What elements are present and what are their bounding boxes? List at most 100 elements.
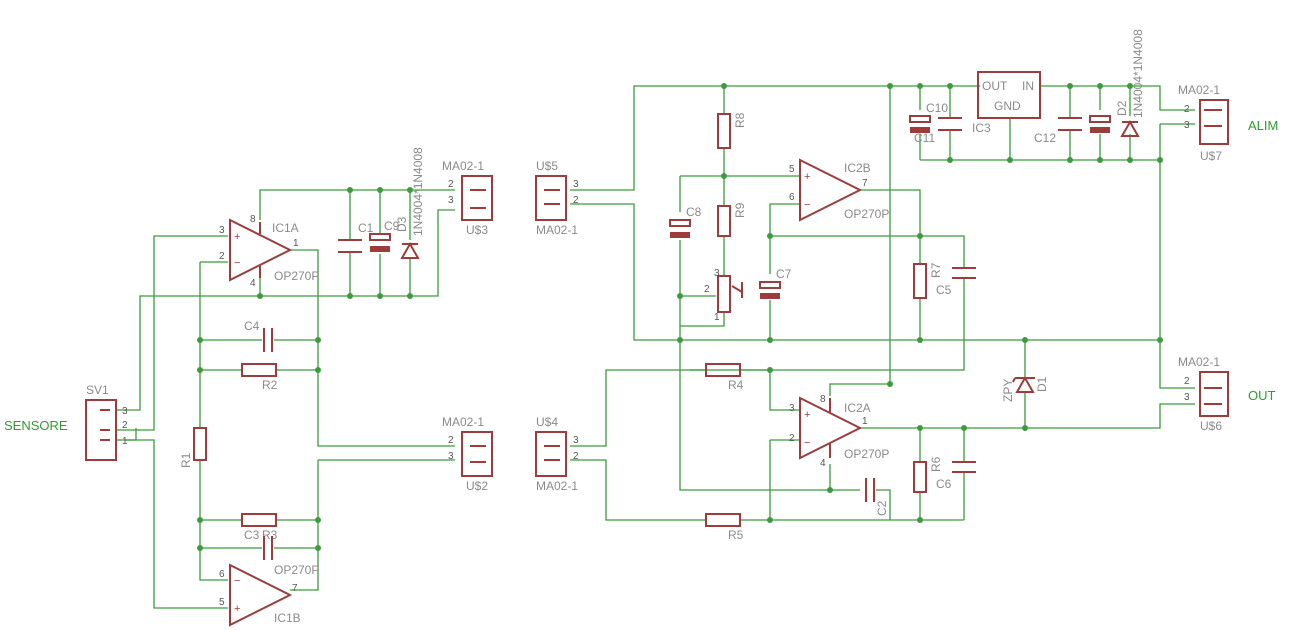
- resistor-r9: R9: [717, 202, 747, 237]
- capacitor-c9: C9: [369, 219, 400, 252]
- svg-text:3: 3: [448, 195, 454, 206]
- diode-d2: D2 1N4004*1N4008: [1115, 29, 1145, 137]
- ic1a-value: OP270P: [274, 269, 319, 283]
- svg-text:−: −: [804, 437, 810, 449]
- svg-text:MA02-1: MA02-1: [536, 223, 578, 237]
- svg-text:5: 5: [219, 597, 225, 608]
- svg-text:2: 2: [448, 435, 454, 446]
- svg-text:3: 3: [714, 268, 720, 279]
- svg-text:C11: C11: [914, 131, 935, 145]
- svg-text:2: 2: [573, 451, 579, 462]
- svg-text:8: 8: [820, 394, 826, 405]
- resistor-r6: R6: [913, 456, 943, 493]
- svg-text:1: 1: [862, 416, 868, 427]
- zener-diode-d1: ZPY D1: [1001, 375, 1049, 402]
- svg-text:7: 7: [292, 583, 298, 594]
- svg-text:3: 3: [789, 403, 795, 414]
- resistor-r4: R4: [705, 363, 744, 392]
- opamp-ic2b: + − 5 6 7 IC2B OP270P: [789, 158, 889, 222]
- ic2a-value: OP270P: [844, 447, 889, 461]
- opamp-ic2a: + − 3 2 1 8 4 IC2A OP270P: [789, 394, 889, 469]
- capacitor-c7: C7: [759, 267, 792, 299]
- svg-text:2: 2: [789, 433, 795, 444]
- svg-text:U$3: U$3: [466, 223, 488, 237]
- svg-text:3: 3: [122, 406, 128, 417]
- opamp-ic1a: + − 3 2 1 8 4 IC1A OP270P: [219, 214, 319, 289]
- svg-text:5: 5: [789, 164, 795, 175]
- svg-text:R9: R9: [733, 202, 747, 218]
- svg-text:3: 3: [1184, 392, 1190, 403]
- svg-text:+: +: [234, 603, 240, 615]
- ic1b-value: OP270P: [274, 563, 319, 577]
- svg-text:C2: C2: [875, 500, 889, 516]
- svg-text:−: −: [234, 257, 240, 269]
- resistor-r1: R1: [179, 427, 207, 468]
- ic1a-name: IC1A: [272, 221, 299, 235]
- svg-text:U$7: U$7: [1200, 149, 1222, 163]
- svg-text:1: 1: [122, 436, 128, 447]
- connector-u5: U$5 MA02-1 3 2: [535, 159, 579, 237]
- svg-text:C5: C5: [936, 283, 952, 297]
- connector-sv1: SV1 3 2 1: [85, 383, 128, 461]
- svg-text:3: 3: [219, 225, 225, 236]
- connector-u2: MA02-1 U$2 2 3: [442, 415, 493, 493]
- svg-text:IN: IN: [1022, 79, 1034, 93]
- svg-text:R3: R3: [262, 528, 278, 542]
- svg-text:−: −: [234, 575, 240, 587]
- svg-text:2: 2: [122, 420, 128, 431]
- svg-text:C4: C4: [244, 319, 260, 333]
- svg-text:3: 3: [573, 435, 579, 446]
- ic1b-name: IC1B: [274, 611, 301, 625]
- connector-u6: MA02-1 U$6 2 3: [1178, 355, 1229, 433]
- svg-text:R1: R1: [179, 452, 193, 468]
- svg-text:ZPY: ZPY: [1001, 379, 1015, 402]
- svg-text:2: 2: [448, 179, 454, 190]
- svg-text:1: 1: [293, 238, 299, 249]
- capacitor-c10: C10: [926, 101, 962, 131]
- svg-text:R2: R2: [262, 378, 278, 392]
- svg-text:C6: C6: [936, 477, 952, 491]
- net-label-alim: ALIM: [1248, 118, 1278, 133]
- capacitor-c2: C2: [865, 478, 889, 516]
- svg-text:C7: C7: [776, 267, 792, 281]
- svg-text:OUT: OUT: [982, 79, 1008, 93]
- junctions: [197, 83, 1163, 551]
- svg-text:R7: R7: [929, 262, 943, 278]
- svg-text:1N4004*1N4008: 1N4004*1N4008: [1131, 29, 1145, 118]
- svg-text:SV1: SV1: [86, 383, 109, 397]
- capacitor-c11: C11: [909, 115, 935, 145]
- svg-text:6: 6: [789, 192, 795, 203]
- svg-text:C12: C12: [1034, 131, 1056, 145]
- svg-text:3: 3: [1184, 120, 1190, 131]
- svg-text:4: 4: [250, 278, 256, 289]
- svg-text:R5: R5: [728, 528, 744, 542]
- capacitor-polar-c2: [1089, 115, 1111, 133]
- svg-text:2: 2: [219, 251, 225, 262]
- svg-text:+: +: [804, 171, 810, 183]
- svg-text:R4: R4: [728, 378, 744, 392]
- connector-u3: MA02-1 U$3 2 3: [442, 159, 493, 237]
- svg-text:2: 2: [573, 195, 579, 206]
- svg-text:U$5: U$5: [536, 159, 558, 173]
- svg-text:MA02-1: MA02-1: [1178, 83, 1220, 97]
- resistor-r5: R5: [705, 513, 744, 542]
- net-label-out: OUT: [1248, 388, 1276, 403]
- svg-text:8: 8: [250, 214, 256, 225]
- svg-text:3: 3: [448, 451, 454, 462]
- resistor-r2: R2: [241, 363, 278, 392]
- svg-text:2: 2: [1184, 104, 1190, 115]
- svg-text:−: −: [804, 199, 810, 211]
- svg-text:IC3: IC3: [972, 121, 991, 135]
- net-label-sensore: SENSORE: [4, 418, 68, 433]
- capacitor-c8: C8: [669, 205, 702, 238]
- svg-text:+: +: [234, 231, 240, 243]
- svg-text:3: 3: [573, 179, 579, 190]
- svg-text:+: +: [804, 409, 810, 421]
- svg-text:D1: D1: [1035, 376, 1049, 392]
- ic2a-name: IC2A: [844, 401, 871, 415]
- svg-text:1: 1: [714, 312, 720, 323]
- capacitor-c5: C5: [936, 267, 976, 297]
- regulator-ic3: OUT IN GND IC3: [972, 71, 1041, 135]
- resistor-r7: R7: [913, 262, 943, 299]
- resistor-r3: R3: [241, 513, 278, 542]
